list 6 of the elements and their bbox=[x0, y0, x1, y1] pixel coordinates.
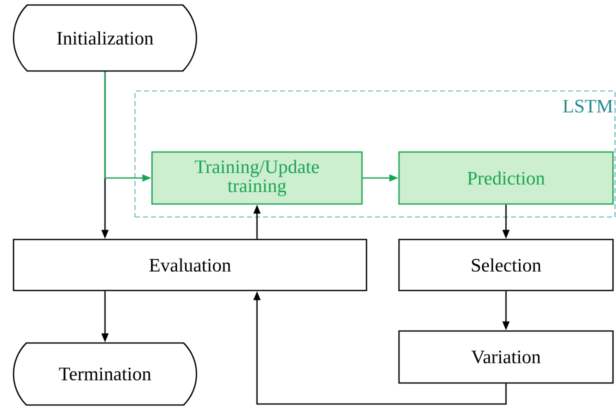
process-box: Evaluation bbox=[12, 238, 368, 292]
process-box: Selection bbox=[398, 238, 614, 292]
process-box: Variation bbox=[398, 330, 614, 384]
group-label: LSTM bbox=[563, 100, 613, 113]
process-box: Training/Update training bbox=[151, 151, 363, 205]
process-box: Prediction bbox=[398, 151, 614, 205]
